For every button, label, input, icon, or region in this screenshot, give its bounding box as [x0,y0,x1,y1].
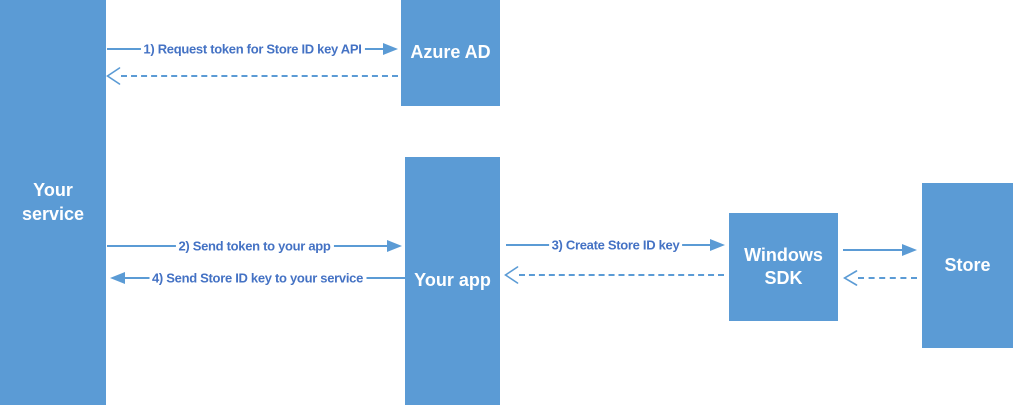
edge-create-store-id-key-label: 3) Create Store ID key [548,237,683,253]
edge-sdk-to-store [843,240,917,260]
filled-arrowhead-icon [710,239,725,251]
edge-send-store-id-key-label: 4) Send Store ID key to your service [148,270,367,286]
node-store-label: Store [944,254,991,275]
node-windows-sdk: Windows SDK [729,213,838,321]
edge-send-store-id-key: 4) Send Store ID key to your service [110,268,405,288]
edge-line [121,75,398,77]
edge-token-response [106,66,398,86]
node-azure-ad: Azure AD [401,0,500,106]
edge-request-token: 1) Request token for Store ID key API [107,39,398,59]
edge-send-token-label: 2) Send token to your app [175,238,334,254]
open-arrowhead-icon [843,269,858,287]
edge-create-store-id-key: 3) Create Store ID key [506,235,725,255]
filled-arrowhead-icon [387,240,402,252]
filled-arrowhead-icon [383,43,398,55]
node-windows-sdk-label: Windows SDK [744,244,823,288]
node-azure-ad-label: Azure AD [410,42,491,63]
filled-arrowhead-icon [902,244,917,256]
node-your-app-label: Your app [414,270,491,291]
edge-send-token: 2) Send token to your app [107,236,402,256]
edge-line [858,277,917,279]
edge-store-to-sdk-response [843,268,917,288]
edge-store-id-key-response [504,265,724,285]
filled-arrowhead-icon [110,272,125,284]
edge-line [843,249,902,251]
open-arrowhead-icon [504,265,519,285]
edge-request-token-label: 1) Request token for Store ID key API [140,41,365,57]
node-your-service-label: Your service [21,180,85,224]
node-your-service: Your service [0,0,106,405]
node-store: Store [922,183,1013,348]
open-arrowhead-icon [106,66,121,86]
node-your-app: Your app [405,157,500,405]
edge-line [519,274,724,276]
